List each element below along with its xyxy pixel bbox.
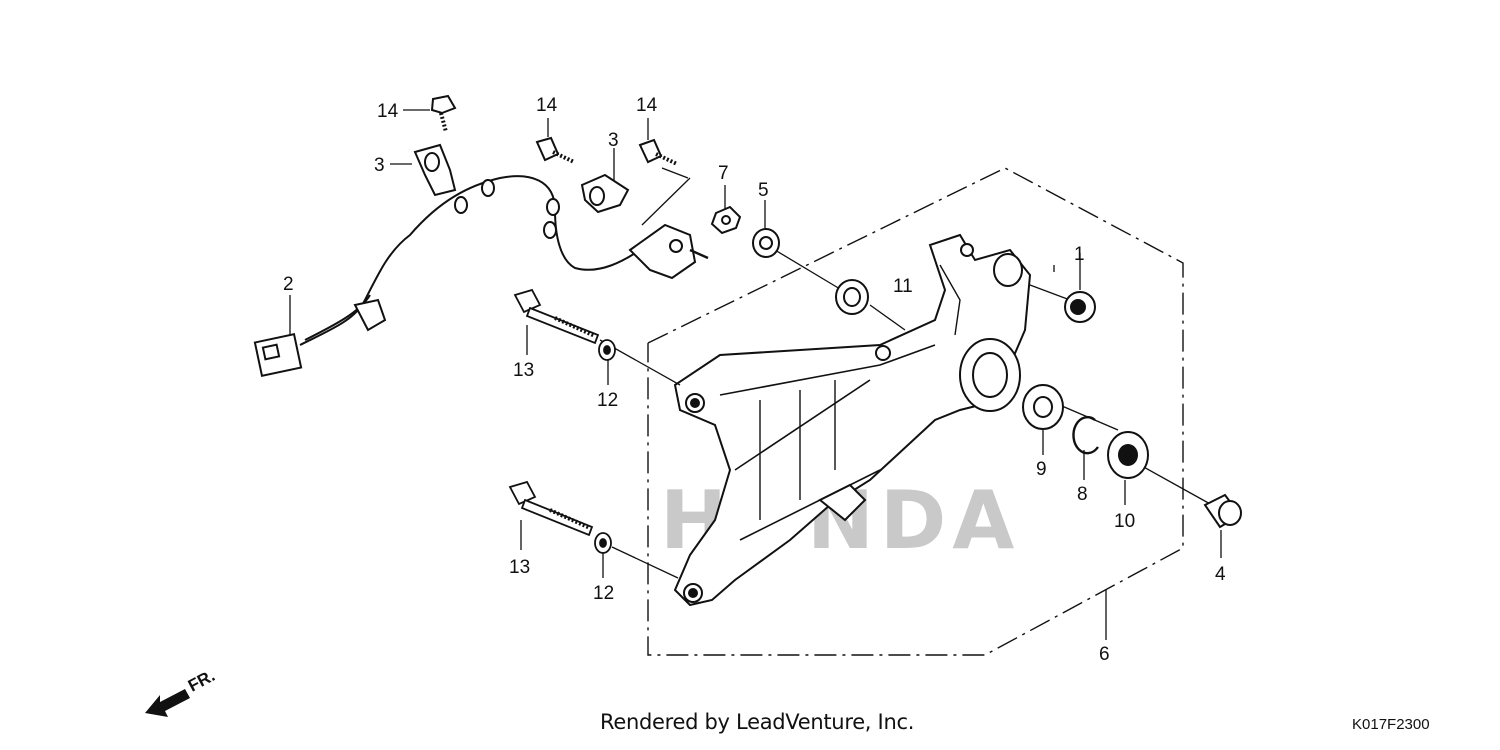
sensor-harness-2 [253,175,709,377]
circlip-8 [1072,415,1099,455]
leader-lines [289,109,1222,640]
callout-5: 5 [758,180,769,201]
callout-3: 3 [608,130,619,151]
callout-6: 6 [1099,644,1110,665]
bolt-13-upper [513,288,600,345]
bolt-14-a [430,94,457,133]
nut-7 [710,205,742,235]
callout-12: 12 [597,390,618,411]
callout-13: 13 [513,360,534,381]
front-direction-label: FR. [185,666,218,696]
clamp-3-left [413,143,457,197]
callout-9: 9 [1036,459,1047,480]
callout-14: 14 [536,95,558,116]
callout-2: 2 [283,274,294,295]
clamp-3-right [580,173,630,214]
callout-labels: 1 2 3 3 4 5 6 7 8 9 10 11 12 12 13 13 14… [283,95,1226,665]
callout-14: 14 [636,95,658,116]
callout-4: 4 [1215,564,1226,585]
bearing-11 [835,279,869,315]
bushing-1 [1064,291,1096,323]
seal-10 [1107,431,1149,479]
callout-7: 7 [718,163,729,184]
assembly-boundary [647,167,1184,656]
callout-12: 12 [593,583,614,604]
washer-12-upper [598,339,616,361]
collar-4 [1203,493,1242,529]
callout-8: 8 [1077,484,1088,505]
callout-13: 13 [509,557,530,578]
bolt-13-lower [508,480,594,537]
bolt-14-b [535,136,575,164]
callout-3: 3 [374,155,385,176]
callout-14: 14 [377,101,399,122]
front-direction-arrow: FR. [145,666,218,717]
bearing-9 [1022,384,1064,430]
swing-arm [673,233,1032,607]
callout-1: 1 [1074,244,1085,265]
callout-10: 10 [1114,511,1135,532]
render-credit: Rendered by LeadVenture, Inc. [600,710,915,734]
bolt-14-c [638,138,678,166]
callout-11: 11 [893,276,913,297]
washer-12-lower [594,532,612,554]
diagram-code: K017F2300 [1352,716,1430,733]
collar-5 [752,228,780,258]
